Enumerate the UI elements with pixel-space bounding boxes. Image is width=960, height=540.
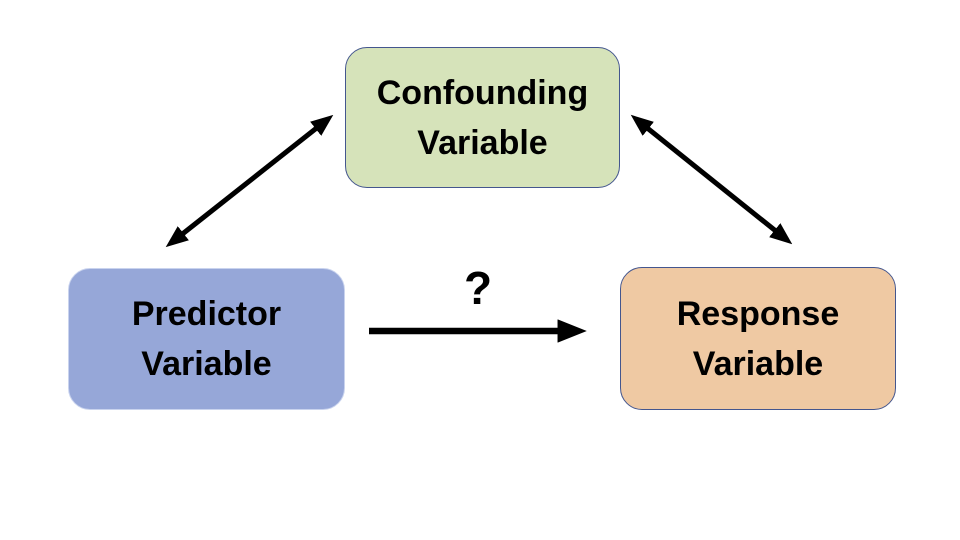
node-label-line: Predictor xyxy=(131,295,282,333)
node-label-line: Variable xyxy=(692,344,824,383)
bidirectional-arrow-predictor-confounding xyxy=(165,114,334,248)
node-label-line: Variable xyxy=(141,345,272,383)
node-label-line: Variable xyxy=(417,123,548,162)
node-response-variable: Response Variable xyxy=(620,267,896,410)
node-label-line: Confounding xyxy=(376,73,589,112)
node-label-line: Response xyxy=(676,294,840,333)
bidirectional-arrow-confounding-response xyxy=(630,114,793,245)
node-confounding-variable: Confounding Variable xyxy=(345,47,620,188)
question-mark-label: ? xyxy=(463,262,493,314)
node-predictor-variable: Predictor Variable xyxy=(68,268,345,410)
